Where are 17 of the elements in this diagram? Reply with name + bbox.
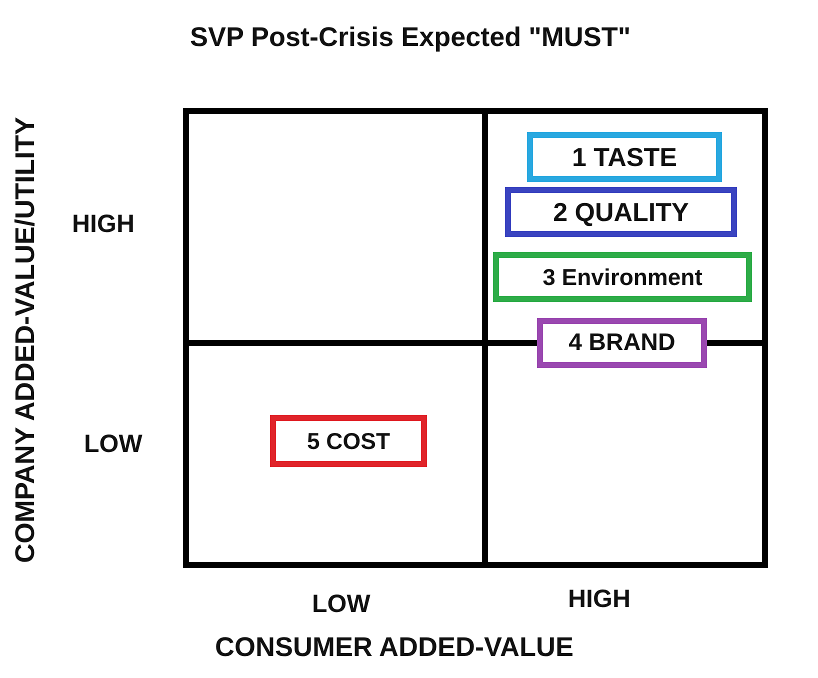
axis-label: LOW xyxy=(312,590,370,619)
axis-label: HIGH xyxy=(568,585,630,614)
chart-title: SVP Post-Crisis Expected "MUST" xyxy=(190,22,631,53)
axis-label: LOW xyxy=(84,430,142,459)
factor-label: 3 Environment xyxy=(542,264,702,290)
factor-box xyxy=(270,415,427,467)
factor-box xyxy=(527,132,722,182)
factor-label: 5 COST xyxy=(306,428,390,454)
factor-label: 2 QUALITY xyxy=(553,196,689,228)
factor-label: 1 TASTE xyxy=(572,142,677,172)
factor-box xyxy=(537,318,707,368)
factor-box xyxy=(493,252,752,302)
axis-label: HIGH xyxy=(72,210,134,239)
axis-title: CONSUMER ADDED-VALUE xyxy=(215,632,574,663)
factor-box xyxy=(505,187,737,237)
axis-title: COMPANY ADDED-VALUE/UTILITY xyxy=(10,116,41,566)
factor-label: 4 BRAND xyxy=(568,329,676,357)
